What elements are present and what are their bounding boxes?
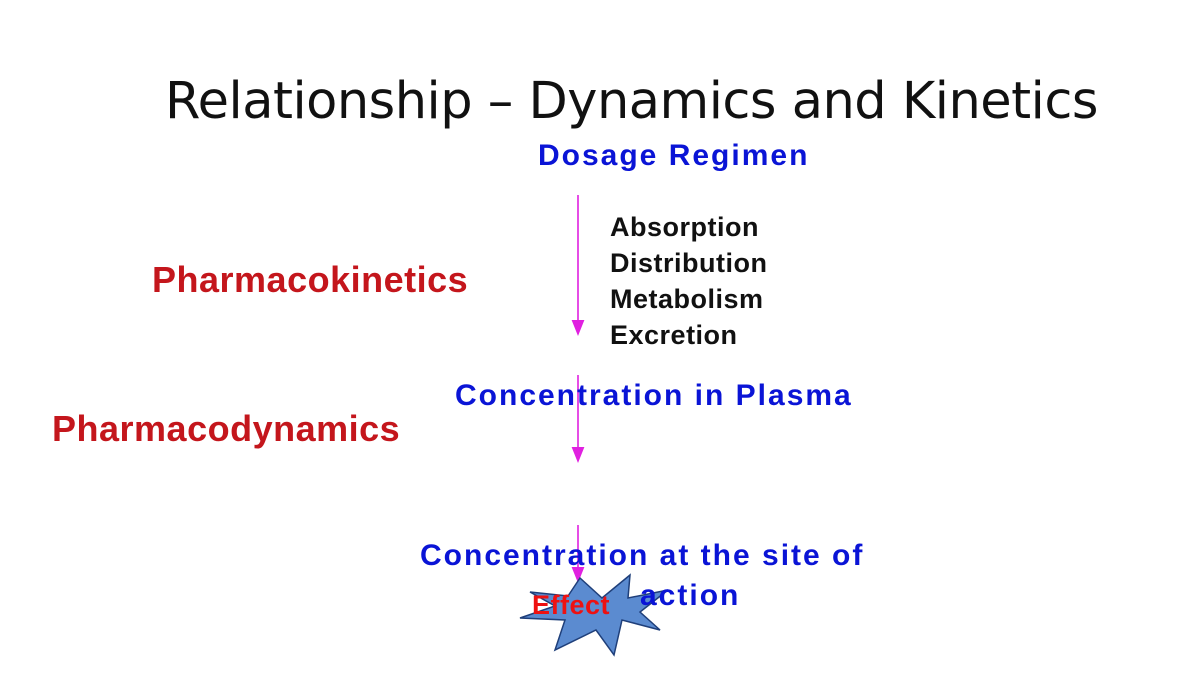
pk-excretion: Excretion: [610, 320, 738, 350]
dosage-regimen-label: Dosage Regimen: [538, 139, 810, 172]
concentration-site-label-line1: Concentration at the site of: [420, 539, 865, 572]
pharmacokinetics-label: Pharmacokinetics: [152, 259, 469, 300]
concentration-plasma-label: Concentration in Plasma: [455, 379, 853, 412]
pk-distribution: Distribution: [610, 248, 768, 278]
concentration-site-label-line2: action: [640, 579, 741, 612]
pk-absorption: Absorption: [610, 212, 759, 242]
slide-title: Relationship – Dynamics and Kinetics: [165, 72, 1098, 131]
effect-label: Effect: [532, 590, 611, 620]
pharmacodynamics-label: Pharmacodynamics: [52, 408, 401, 449]
pk-metabolism: Metabolism: [610, 284, 764, 314]
